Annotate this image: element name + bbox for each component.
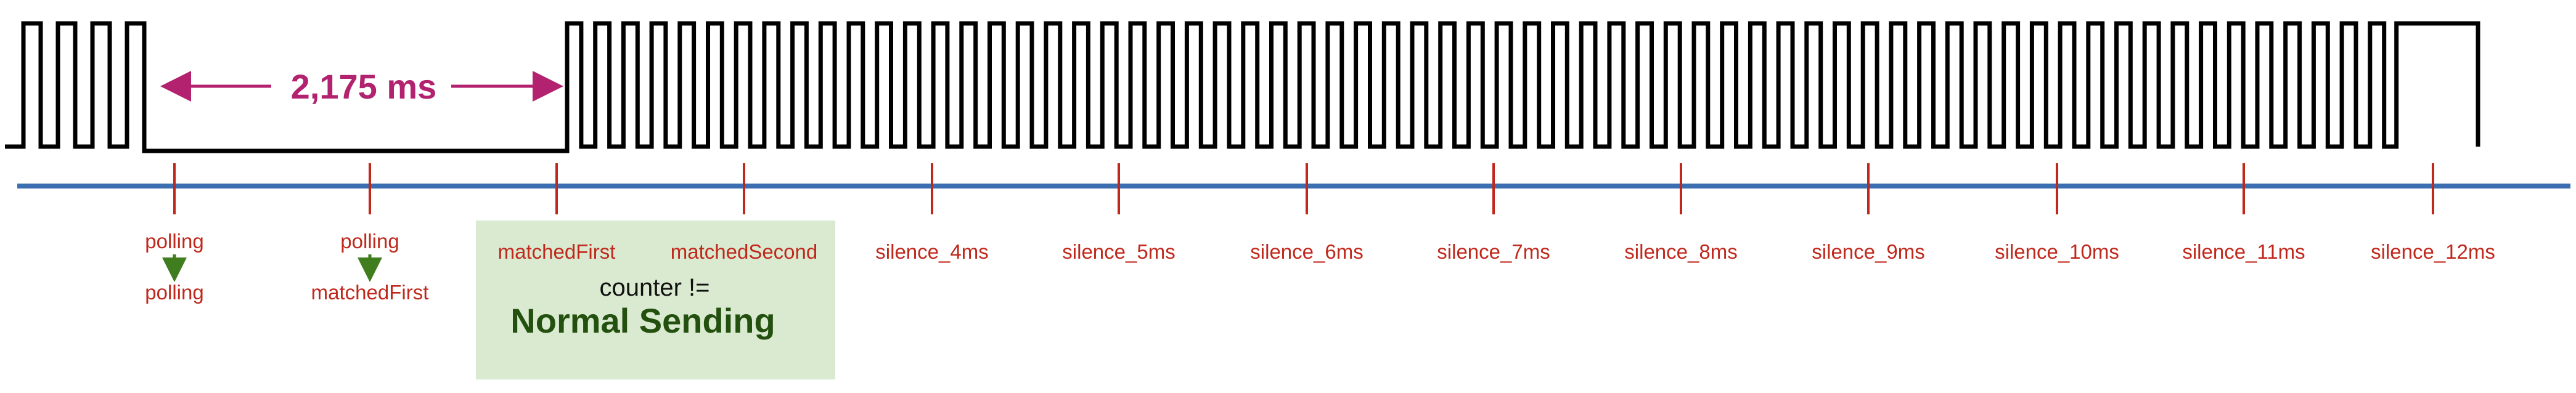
- state-label-silence-7ms: silence_7ms: [1437, 240, 1550, 263]
- state-label-matchedfirst: matchedFirst: [498, 240, 616, 263]
- state-label-silence-9ms: silence_9ms: [1812, 240, 1924, 263]
- duration-label: 2,175 ms: [291, 67, 437, 106]
- normal-sending-label: Normal Sending: [510, 301, 775, 340]
- normal-sending-box: [476, 221, 835, 379]
- transition-polling-matchedfirst: polling matchedFirst: [311, 230, 429, 304]
- counter-label: counter !=: [599, 274, 709, 301]
- state-label-silence-10ms: silence_10ms: [1995, 240, 2119, 263]
- transition-to-label: polling: [145, 281, 203, 304]
- signal-waveform: [5, 21, 2480, 153]
- state-label-silence-5ms: silence_5ms: [1062, 240, 1175, 263]
- state-label-silence-11ms: silence_11ms: [2182, 240, 2305, 263]
- transition-to-label: matchedFirst: [311, 281, 429, 304]
- state-label-silence-8ms: silence_8ms: [1624, 240, 1737, 263]
- state-label-matchedsecond: matchedSecond: [671, 240, 818, 263]
- transition-from-label: polling: [340, 230, 399, 253]
- state-label-silence-4ms: silence_4ms: [875, 240, 988, 263]
- transition-polling-polling: polling polling: [145, 230, 203, 304]
- transition-from-label: polling: [145, 230, 203, 253]
- state-label-silence-12ms: silence_12ms: [2371, 240, 2495, 263]
- state-label-silence-6ms: silence_6ms: [1250, 240, 1363, 263]
- timeline-ticks: [173, 163, 2434, 214]
- state-labels: matchedFirst matchedSecond silence_4ms s…: [498, 240, 2495, 263]
- duration-measurement: 2,175 ms: [160, 67, 563, 106]
